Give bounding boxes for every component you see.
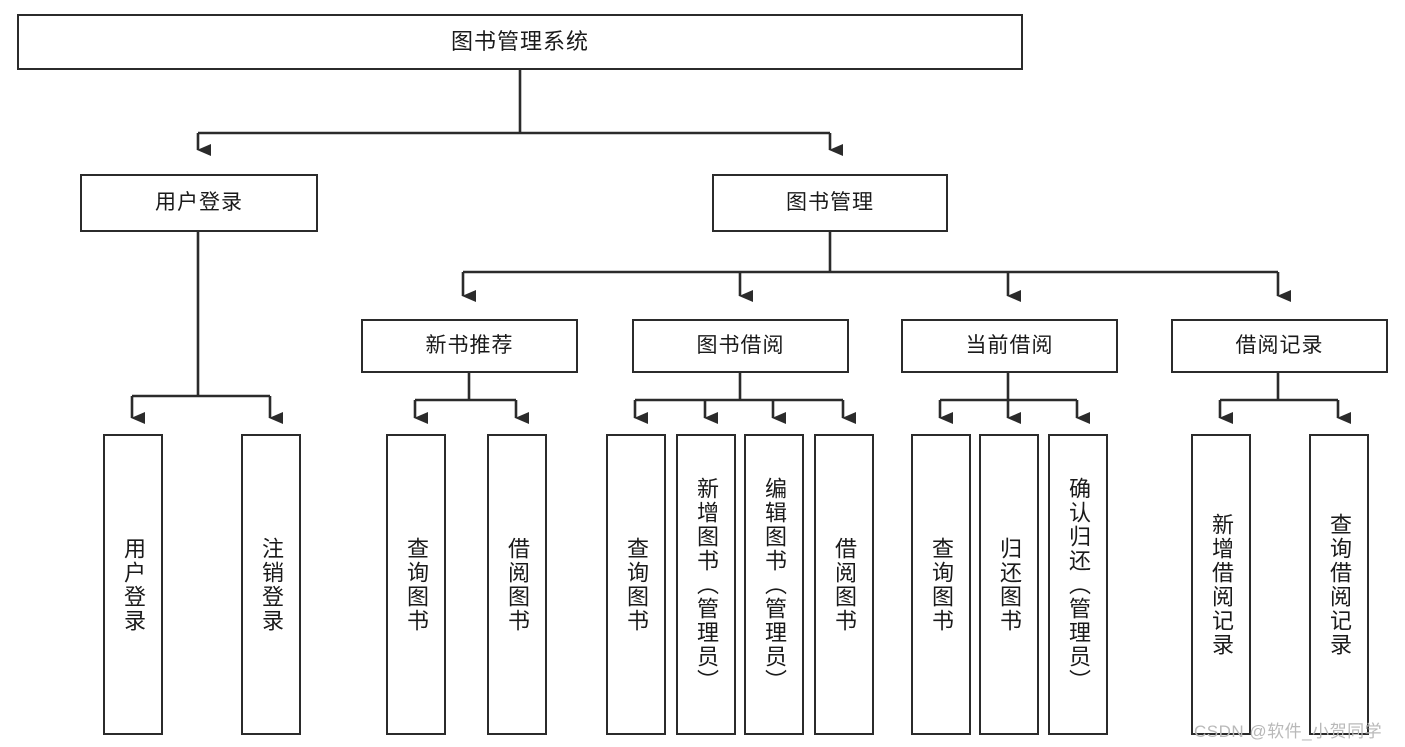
- node-label: 图书管理: [786, 190, 874, 214]
- leaf-borrow-books-borrowing[interactable]: 借阅图书: [814, 434, 874, 735]
- leaf-query-borrowing-record[interactable]: 查询借阅记录: [1309, 434, 1369, 735]
- leaf-edit-book-admin[interactable]: 编辑图书（管理员）: [744, 434, 804, 735]
- leaf-label: 查询图书: [928, 536, 954, 633]
- node-label: 图书管理系统: [450, 29, 589, 55]
- node-label: 用户登录: [155, 190, 243, 214]
- leaf-user-login[interactable]: 用户登录: [103, 434, 163, 735]
- leaf-label: 查询图书: [623, 536, 649, 633]
- node-label: 新书推荐: [425, 333, 514, 357]
- leaf-return-books[interactable]: 归还图书: [979, 434, 1039, 735]
- leaf-query-books-borrowing[interactable]: 查询图书: [606, 434, 666, 735]
- node-label: 图书借阅: [696, 333, 785, 357]
- leaf-label: 借阅图书: [504, 536, 530, 633]
- leaf-label: 确认归还（管理员）: [1065, 476, 1091, 693]
- node-book-management[interactable]: 图书管理: [712, 174, 948, 232]
- leaf-label: 借阅图书: [831, 536, 857, 633]
- leaf-borrow-books-recommendation[interactable]: 借阅图书: [487, 434, 547, 735]
- node-user-login[interactable]: 用户登录: [80, 174, 318, 232]
- node-current-borrowing[interactable]: 当前借阅: [901, 319, 1118, 373]
- leaf-label: 注销登录: [258, 536, 284, 633]
- node-root-book-management-system[interactable]: 图书管理系统: [17, 14, 1023, 70]
- leaf-label: 归还图书: [996, 536, 1022, 633]
- leaf-add-book-admin[interactable]: 新增图书（管理员）: [676, 434, 736, 735]
- leaf-logout[interactable]: 注销登录: [241, 434, 301, 735]
- leaf-query-books-recommendation[interactable]: 查询图书: [386, 434, 446, 735]
- node-new-book-recommendation[interactable]: 新书推荐: [361, 319, 578, 373]
- leaf-label: 用户登录: [120, 536, 146, 633]
- leaf-label: 新增图书（管理员）: [693, 476, 719, 693]
- leaf-label: 编辑图书（管理员）: [761, 476, 787, 693]
- node-book-borrowing[interactable]: 图书借阅: [632, 319, 849, 373]
- csdn-watermark: CSDN @软件_小贺同学: [1194, 722, 1383, 741]
- leaf-add-borrowing-record[interactable]: 新增借阅记录: [1191, 434, 1251, 735]
- node-label: 当前借阅: [965, 333, 1054, 357]
- node-borrowing-records[interactable]: 借阅记录: [1171, 319, 1388, 373]
- leaf-label: 查询借阅记录: [1326, 512, 1352, 657]
- leaf-query-books-current[interactable]: 查询图书: [911, 434, 971, 735]
- node-label: 借阅记录: [1235, 333, 1324, 357]
- leaf-confirm-return-admin[interactable]: 确认归还（管理员）: [1048, 434, 1108, 735]
- leaf-label: 新增借阅记录: [1208, 512, 1234, 657]
- leaf-label: 查询图书: [403, 536, 429, 633]
